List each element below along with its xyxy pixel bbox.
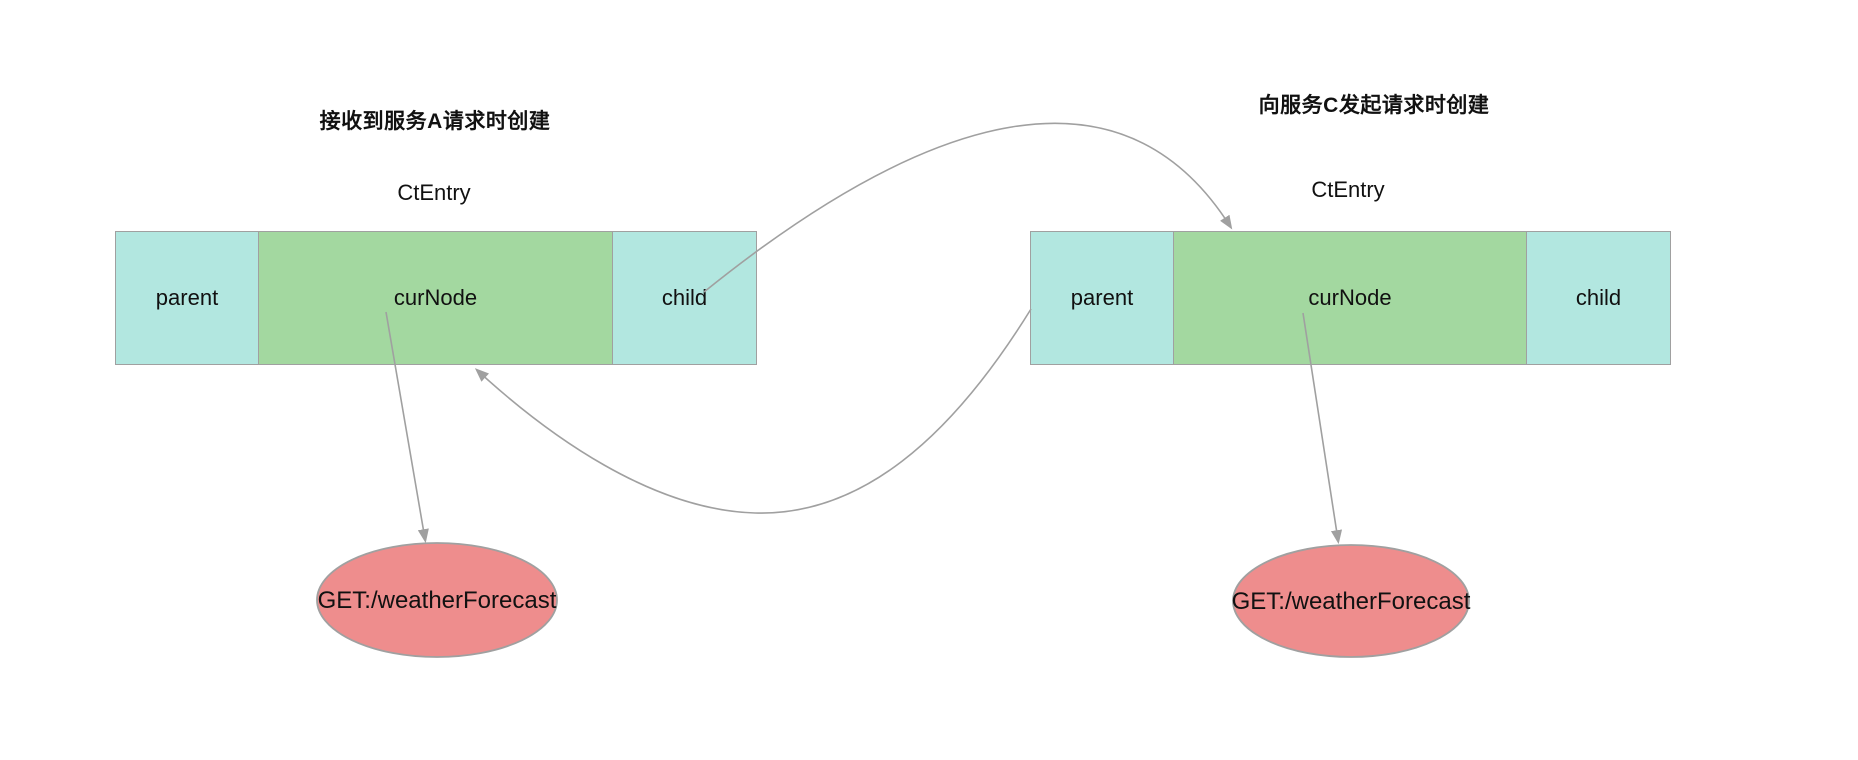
right-child-label: child xyxy=(1575,285,1622,310)
left-ctentry-table: parent curNode child xyxy=(115,231,757,365)
left-parent-cell: parent xyxy=(116,232,259,364)
right-child-cell: child xyxy=(1527,232,1670,364)
right-request-ellipse xyxy=(1232,544,1470,658)
right-parent-label: parent xyxy=(1070,285,1134,310)
right-ctentry-table: parent curNode child xyxy=(1030,231,1671,365)
right-entry-title: CtEntry xyxy=(1311,177,1385,202)
right-parent-cell: parent xyxy=(1031,232,1174,364)
left-child-cell: child xyxy=(613,232,756,364)
left-request-label: GET:/weatherForecast xyxy=(318,587,557,614)
right-curnode-cell: curNode xyxy=(1174,232,1527,364)
left-curnode-label: curNode xyxy=(393,285,478,310)
right-curnode-label: curNode xyxy=(1308,285,1392,310)
right-request-label: GET:/weatherForecast xyxy=(1232,588,1471,615)
left-parent-label: parent xyxy=(155,285,219,310)
left-request-ellipse xyxy=(316,542,558,658)
left-curnode-cell: curNode xyxy=(259,232,613,364)
left-child-label: child xyxy=(661,285,708,310)
left-entry-title: CtEntry xyxy=(397,180,471,205)
right-annotation: 向服务C发起请求时创建 xyxy=(1258,94,1490,117)
left-annotation: 接收到服务A请求时创建 xyxy=(319,110,551,133)
